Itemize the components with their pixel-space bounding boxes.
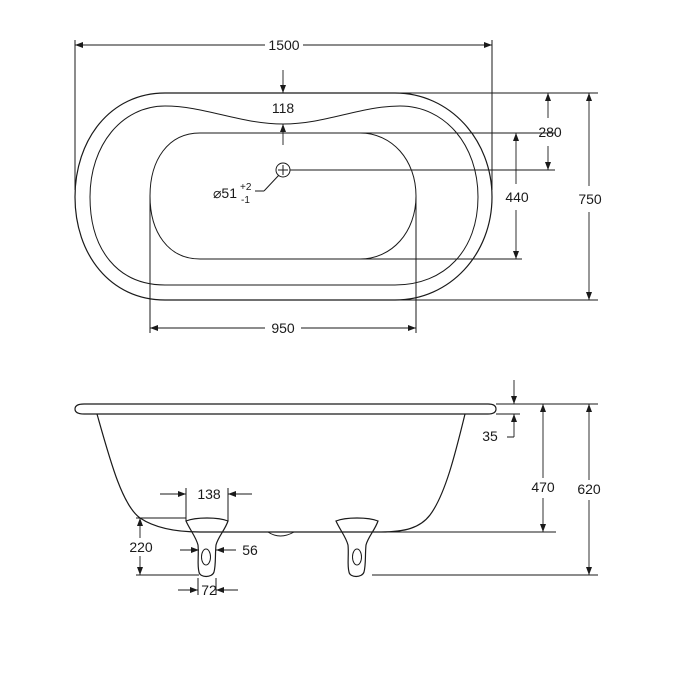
dim-basin-length: 950 <box>271 320 295 336</box>
tub-body <box>96 413 466 533</box>
dim-overall-length: 1500 <box>268 37 299 53</box>
top-view: 1500 118 280 440 750 950 ⌀51 +2 <box>74 37 602 336</box>
dim-rim-width: 118 <box>272 100 295 116</box>
dim-depth: 470 <box>531 479 555 495</box>
dim-inner-step: 280 <box>538 124 562 140</box>
dim-overall-width: 750 <box>578 191 602 207</box>
dim-foot-height: 220 <box>129 539 153 555</box>
dim-basin-width: 440 <box>505 189 529 205</box>
left-foot <box>185 517 229 578</box>
inner-basin-outline <box>149 132 417 260</box>
dim-foot-base: 72 <box>201 582 217 598</box>
drain-tolerance-upper: +2 <box>240 182 252 193</box>
dim-foot-width: 56 <box>242 542 258 558</box>
dim-overall-height: 620 <box>577 481 601 497</box>
tub-rim <box>74 403 497 415</box>
dim-foot-spacing: 138 <box>197 486 221 502</box>
drain-tolerance-lower: -1 <box>241 195 250 206</box>
drain-diameter-label: ⌀51 <box>213 185 237 201</box>
side-view: 35 470 620 138 220 56 72 <box>74 380 601 598</box>
right-foot <box>335 517 379 578</box>
dim-rim-thickness: 35 <box>482 428 498 444</box>
rim-inner-outline <box>89 105 479 286</box>
